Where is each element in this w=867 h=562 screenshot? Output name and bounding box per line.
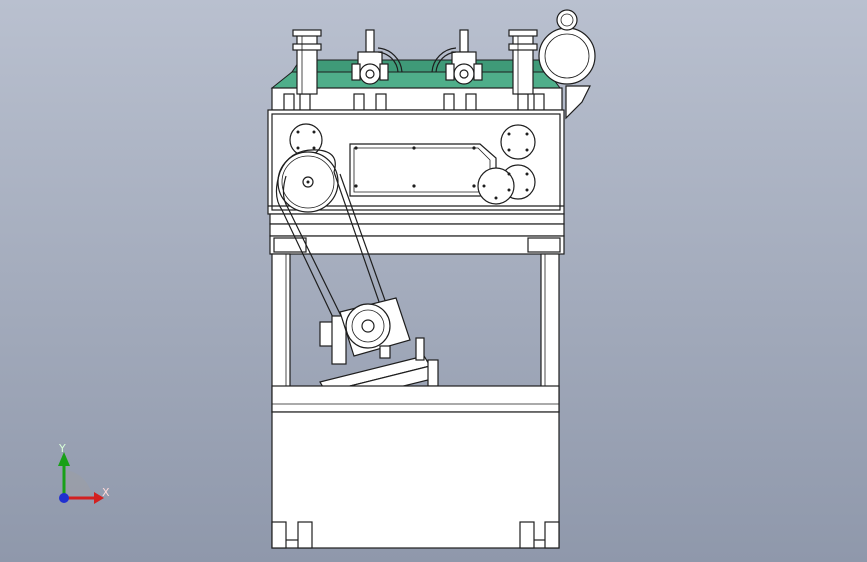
right-cylinder — [508, 29, 538, 95]
left-adjust-screw — [351, 29, 403, 85]
side-motor — [538, 9, 596, 120]
z-axis-dot — [59, 493, 69, 503]
large-pulley — [277, 151, 339, 213]
left-cylinder — [292, 29, 322, 95]
drive-motor — [319, 297, 411, 365]
middle-frame — [269, 213, 565, 255]
x-axis-label: X — [102, 486, 110, 499]
right-adjust-screw — [431, 29, 483, 85]
y-axis-label: Y — [58, 442, 66, 455]
triad-plane — [64, 470, 92, 498]
base-box — [271, 411, 560, 549]
x-axis-arrow — [94, 492, 104, 504]
drive-belt — [275, 149, 393, 329]
y-axis-arrow — [58, 452, 70, 466]
base-feet — [271, 521, 560, 549]
gear-cluster — [477, 124, 536, 205]
